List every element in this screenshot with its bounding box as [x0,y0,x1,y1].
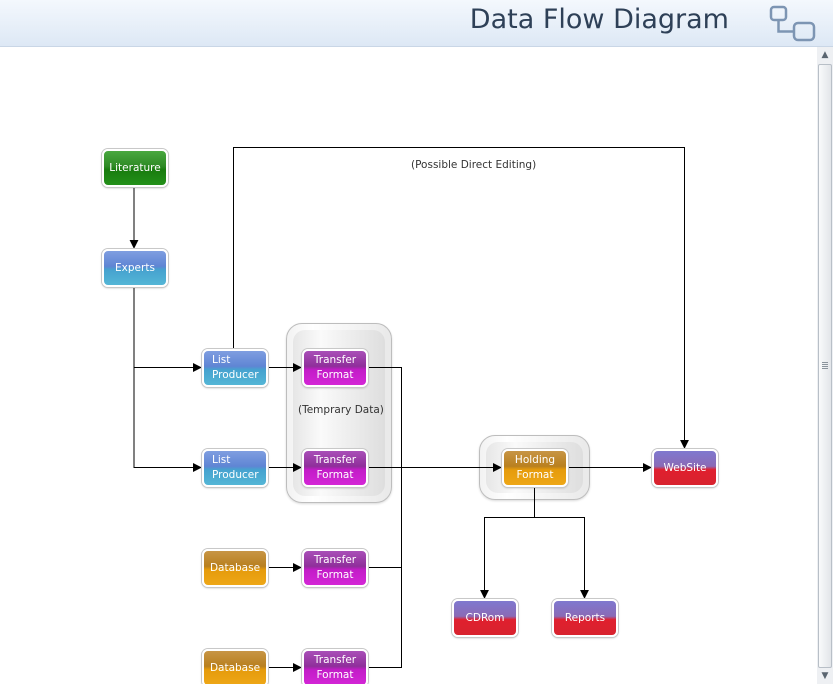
edge-holding-outputs [480,485,535,599]
node-experts[interactable]: Experts [102,249,168,287]
node-label-line: Transfer [313,454,357,466]
node-label-line: Format [316,569,354,581]
node-label-line: Transfer [313,354,357,366]
node-database-2[interactable]: Database [202,649,268,684]
diagram-icon [769,5,816,42]
edge-tf1-bus [367,367,402,668]
scroll-down-arrow-icon[interactable]: ▼ [821,671,829,681]
node-label-line: List [212,454,231,466]
node-label-line: Producer [212,469,259,481]
node-label-line: Format [316,369,354,381]
diagram-canvas: (Possible Direct Editing) (Temprary Data… [0,47,817,684]
node-label: WebSite [663,461,707,474]
node-label-line: Producer [212,369,259,381]
node-transfer-format-1[interactable]: Transfer Format [302,349,368,387]
direct-editing-label: (Possible Direct Editing) [411,159,537,171]
edge-experts-list-producers [133,285,201,468]
node-label: Literature [109,161,161,174]
node-label: Experts [115,261,155,274]
node-label-line: Format [316,469,354,481]
edge-holding-reports [534,517,589,599]
header-bar: Data Flow Diagram [0,0,833,47]
scroll-thumb[interactable] [818,64,832,668]
node-label-line: Transfer [313,654,357,666]
edge-direct-editing [233,147,689,449]
node-database-1[interactable]: Database [202,549,268,587]
node-cdrom[interactable]: CDRom [452,599,518,637]
node-transfer-format-3[interactable]: Transfer Format [302,549,368,587]
node-list-producer-2[interactable]: List Producer [202,449,268,487]
node-label-line: List [212,354,231,366]
node-label: CDRom [465,611,505,624]
vertical-scrollbar[interactable]: ▲ ▼ [817,47,833,684]
node-literature[interactable]: Literature [102,149,168,187]
page-title: Data Flow Diagram [469,4,729,35]
node-list-producer-1[interactable]: List Producer [202,349,268,387]
node-label-line: Holding [514,454,556,466]
node-transfer-format-2[interactable]: Transfer Format [302,449,368,487]
node-label: Database [209,561,261,574]
node-transfer-format-4[interactable]: Transfer Format [302,649,368,684]
node-reports[interactable]: Reports [552,599,618,637]
node-label-line: Format [516,469,554,481]
node-label: Reports [564,611,606,624]
node-holding-format[interactable]: Holding Format [502,449,568,487]
node-label-line: Format [316,669,354,681]
node-label-line: Transfer [313,554,357,566]
connector-lines [129,147,689,672]
node-website[interactable]: WebSite [652,449,718,487]
scroll-up-arrow-icon[interactable]: ▲ [821,50,829,60]
node-label: Database [209,661,261,674]
temporary-data-label: (Temprary Data) [298,404,384,416]
